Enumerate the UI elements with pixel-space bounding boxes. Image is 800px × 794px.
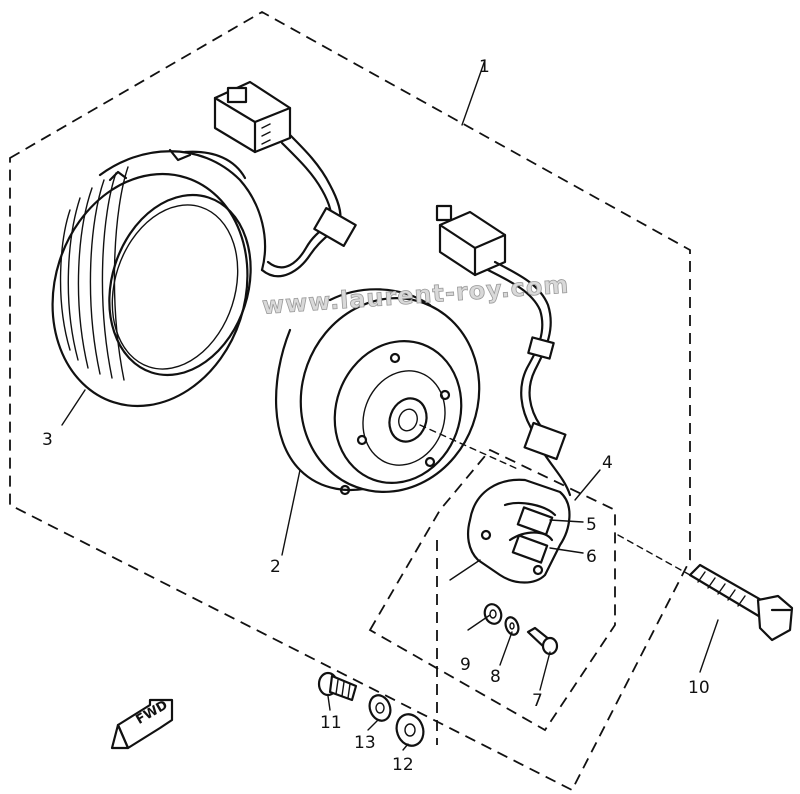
washer-part-13 bbox=[368, 694, 392, 722]
callout-7: 7 bbox=[532, 691, 543, 711]
callout-11: 11 bbox=[320, 713, 342, 733]
callout-6: 6 bbox=[586, 547, 597, 567]
bolt-part-10 bbox=[617, 534, 794, 642]
callout-9: 9 bbox=[460, 655, 471, 675]
callout-5: 5 bbox=[586, 515, 597, 535]
forward-direction-arrow: FWD bbox=[110, 698, 174, 750]
callout-12: 12 bbox=[392, 755, 414, 775]
callout-3: 3 bbox=[42, 430, 53, 450]
callout-10: 10 bbox=[688, 678, 710, 698]
screw-part-7 bbox=[526, 626, 559, 656]
callout-1: 1 bbox=[479, 57, 490, 77]
stator-ring bbox=[51, 148, 340, 408]
bolt-part-11 bbox=[317, 671, 358, 702]
lock-washer-part-8 bbox=[504, 616, 520, 636]
pickup-assembly-boundary bbox=[368, 448, 616, 732]
callout-8: 8 bbox=[490, 667, 501, 687]
washer-part-9 bbox=[483, 603, 503, 625]
callout-4: 4 bbox=[602, 453, 613, 473]
stator-connector bbox=[213, 80, 357, 247]
rotor-flywheel bbox=[274, 288, 521, 496]
callout-2: 2 bbox=[270, 557, 281, 577]
callout-13: 13 bbox=[354, 733, 376, 753]
assembly-boundary bbox=[9, 10, 691, 792]
washer-part-12 bbox=[395, 713, 425, 747]
pickup-coil bbox=[435, 204, 572, 584]
leader-lines bbox=[61, 59, 719, 751]
